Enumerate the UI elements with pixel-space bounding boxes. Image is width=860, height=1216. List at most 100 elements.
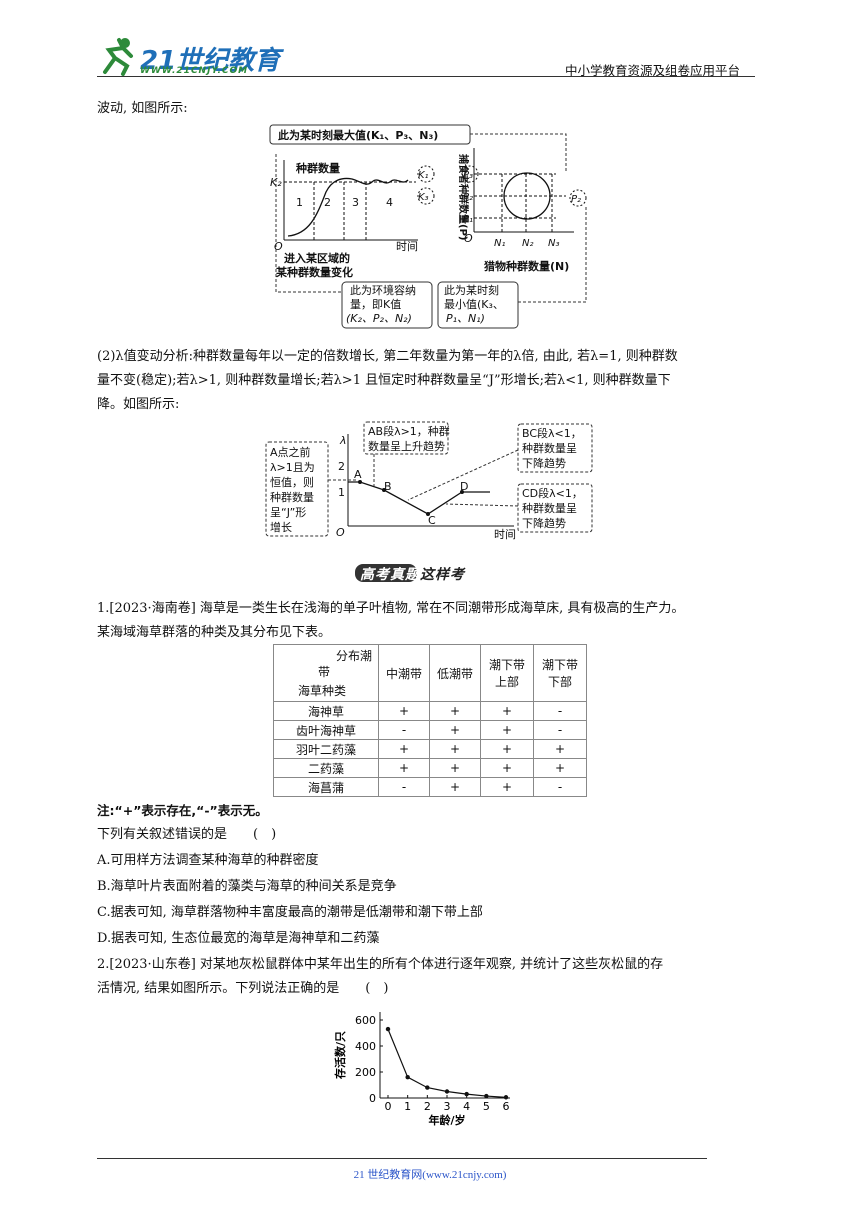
table-cell: -: [533, 720, 587, 740]
table-cell: 齿叶海神草: [273, 720, 379, 740]
mid-box-line3: (K₂、P₂、N₂): [346, 312, 412, 325]
table-cell: 海菖蒲: [273, 777, 379, 797]
top-box-line: 数量呈上升趋势: [368, 440, 445, 453]
table-cell: +: [480, 777, 534, 797]
left-box-line: 增长: [270, 520, 292, 534]
table-col-header: 低潮带: [429, 644, 481, 702]
table-cell: +: [429, 739, 481, 759]
x-tick-label: 3: [444, 1100, 451, 1113]
footer-link[interactable]: 21 世纪教育网(www.21cnjy.com): [353, 1169, 507, 1181]
fig1-caption2: 某种群数量变化: [275, 265, 353, 279]
table-col-header: 潮下带 上部: [480, 644, 534, 702]
x-tick-label: 0: [385, 1100, 392, 1113]
table-cell: 二药藻: [273, 758, 379, 778]
fig1-top-box: 此为某时刻最大值(K₁、P₃、N₃): [278, 128, 438, 142]
runner-logo-icon: [103, 38, 133, 76]
q2-line1: 2.[2023·山东卷] 对某地灰松鼠群体中某年出生的所有个体进行逐年观察, 并…: [97, 957, 664, 972]
q1-line1: 1.[2023·海南卷] 海草是一类生长在浅海的单子叶植物, 常在不同潮带形成海…: [97, 601, 685, 616]
banner-text: 高考真题这样考: [360, 567, 465, 583]
n3-label: N₃: [548, 238, 560, 249]
table-col-header: 中潮带: [378, 644, 430, 702]
y-tick-label: 400: [355, 1040, 376, 1053]
table-row: 齿叶海神草-++-: [273, 720, 587, 740]
x-tick-label: 2: [424, 1100, 431, 1113]
q1-line2: 某海域海草群落的种类及其分布见下表。: [97, 625, 332, 640]
p2-right-label: P₂: [571, 194, 581, 205]
table-cell: 海神草: [273, 701, 379, 721]
table-cell: -: [533, 701, 587, 721]
table-col-header: 潮下带 下部: [533, 644, 587, 702]
k1-label: K₁: [418, 170, 429, 181]
data-point: [385, 1026, 391, 1032]
intro-text: 波动, 如图所示:: [97, 101, 188, 116]
point-d-label: D: [460, 480, 468, 493]
data-point: [503, 1095, 509, 1100]
corner-bottom: 海草种类: [298, 684, 347, 698]
point-b-label: B: [384, 480, 392, 493]
fig2-origin: O: [464, 232, 473, 245]
survival-line: [387, 1028, 507, 1098]
logo-text: 21世纪教育: [140, 46, 281, 76]
lambda-figure: A点之前 λ>1且为 恒值，则 种群数量 呈“J”形 增长 AB段λ>1，种群 …: [265, 421, 593, 541]
q1-stem: 下列有关叙述错误的是 ( ): [97, 827, 277, 842]
table-cell: +: [480, 701, 534, 721]
logo: [97, 36, 257, 76]
lambda-xlabel: 时间: [494, 528, 516, 541]
q1-option-a[interactable]: A.可用样方法调查某种海草的种群密度: [97, 853, 319, 868]
data-point: [425, 1085, 430, 1090]
seg4: 4: [386, 196, 393, 209]
mid-box-line1: 此为环境容纳: [350, 283, 416, 297]
x-tick-label: 5: [483, 1100, 490, 1113]
x-tick-label: 1: [404, 1100, 411, 1113]
bc-box-line: 种群数量呈: [522, 441, 577, 455]
cd-box-line: CD段λ<1，: [522, 486, 583, 500]
lambda-label: λ: [339, 434, 347, 447]
table-cell: -: [533, 777, 587, 797]
pred-ylabel: 捕食者种群数量(P): [457, 154, 470, 240]
fig1-ylabel: 种群数量: [295, 161, 340, 175]
n2-label: N₂: [522, 238, 534, 249]
q1-option-d[interactable]: D.据表可知, 生态位最宽的海草是海神草和二药藻: [97, 931, 380, 946]
table-row: 海神草+++-: [273, 701, 587, 721]
data-point: [484, 1093, 489, 1099]
data-point: [405, 1075, 410, 1080]
table-cell: -: [378, 777, 430, 797]
table-cell: -: [378, 720, 430, 740]
fig1-origin: O: [274, 240, 283, 253]
seg2: 2: [324, 196, 331, 209]
fig1-caption1: 进入某区域的: [284, 251, 350, 265]
table-cell: +: [429, 777, 481, 797]
left-box-line: λ>1且为: [270, 461, 315, 474]
corner-top: 分布潮: [335, 649, 372, 663]
fig1-xlabel: 时间: [396, 240, 418, 253]
point-a-label: A: [354, 468, 362, 481]
table-cell: +: [533, 758, 587, 778]
table-cell: +: [480, 739, 534, 759]
p3-label: P₃: [463, 170, 473, 181]
table-cell: +: [533, 739, 587, 759]
k3-label: K₃: [418, 192, 429, 203]
q1-option-c[interactable]: C.据表可知, 海草群落物种丰富度最高的潮带是低潮带和潮下带上部: [97, 905, 483, 920]
q1-option-b[interactable]: B.海草叶片表面附着的藻类与海草的种间关系是竞争: [97, 879, 397, 894]
point-c-label: C: [428, 514, 436, 527]
x-tick-label: 4: [463, 1100, 470, 1113]
y-tick-label: 200: [355, 1066, 376, 1079]
footer-rule: [97, 1158, 707, 1159]
table-note: 注:“+”表示存在,“-”表示无。: [97, 803, 268, 818]
lambda-origin: O: [336, 526, 345, 539]
para2-line1: (2)λ值变动分析:种群数量每年以一定的倍数增长, 第二年数量为第一年的λ倍, …: [97, 349, 678, 364]
left-box-line: 恒值，则: [270, 476, 314, 489]
top-box-line: AB段λ>1，种群: [368, 424, 450, 438]
table-cell: +: [378, 739, 430, 759]
data-point: [464, 1091, 469, 1097]
header-rule: [97, 76, 755, 77]
table-cell: +: [480, 758, 534, 778]
right-box-line3: P₁、N₁): [446, 312, 485, 325]
table-cell: +: [480, 720, 534, 740]
header-right-text: 中小学教育资源及组卷应用平台: [565, 63, 741, 78]
mid-box-line2: 量，即K值: [350, 298, 401, 311]
n1-label: N₁: [494, 238, 506, 249]
q2-line2: 活情况, 结果如图所示。下列说法正确的是 ( ): [97, 981, 389, 996]
x-axis-label: 年龄/岁: [428, 1113, 465, 1127]
